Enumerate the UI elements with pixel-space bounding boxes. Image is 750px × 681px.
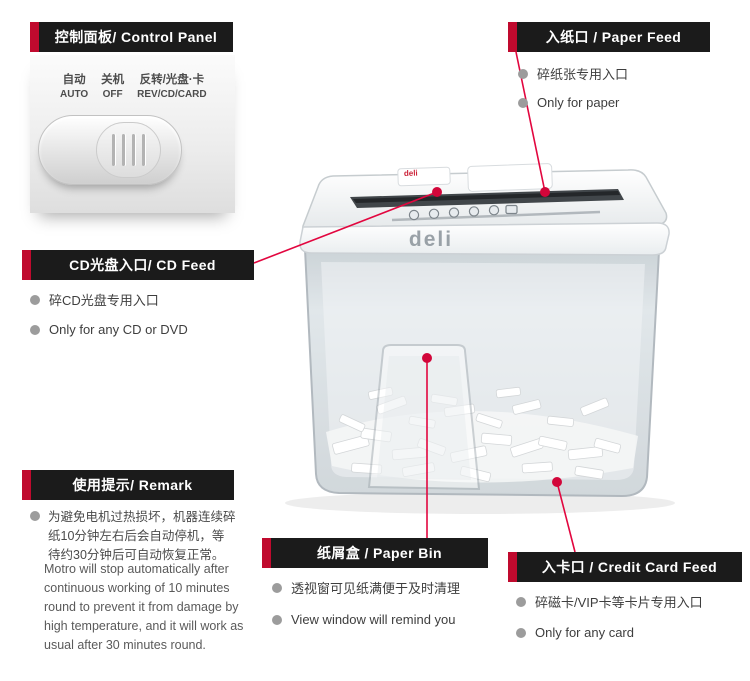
bullet-text: 透视窗可见纸满便于及时清理: [291, 581, 461, 596]
card-feed-point-1: 碎磁卡/VIP卡等卡片专用入口: [516, 592, 703, 611]
remark-note-cn: 为避免电机过热损坏，机器连续碎纸10分钟左右后会自动停机，等待约30分钟后可自动…: [30, 508, 236, 565]
control-panel-header: 控制面板/ Control Panel: [30, 22, 233, 52]
cd-feed-title: CD光盘入口/ CD Feed: [69, 257, 216, 273]
paper-feed-title: 入纸口 / Paper Feed: [545, 29, 682, 45]
view-window: [367, 344, 481, 491]
bullet-text: 碎磁卡/VIP卡等卡片专用入口: [535, 595, 703, 610]
remark-en-text: Motro will stop automatically after cont…: [44, 562, 244, 652]
paper-feed-slot: [350, 189, 624, 208]
bin-interior: [321, 262, 645, 480]
brand-logo: deli: [409, 228, 453, 251]
red-accent: [508, 552, 517, 582]
connector-dot-cd-feed: [432, 187, 442, 197]
lid-tab-right: [467, 163, 553, 192]
head-top-surface: [301, 169, 668, 236]
control-panel-title: 控制面板/ Control Panel: [54, 29, 218, 45]
mode-slider-switch: [38, 115, 182, 185]
callout-connectors: [253, 51, 576, 553]
card-feed-point-2: Only for any card: [516, 625, 634, 640]
switch-option-rev-cn: 反转/光盘·卡: [139, 74, 205, 86]
bullet-icon: [272, 614, 282, 625]
head-front-face: [299, 222, 670, 256]
switch-option-off: 关机 OFF: [101, 71, 124, 100]
bullet-text: Only for any card: [535, 625, 634, 640]
bullet-icon: [516, 596, 526, 607]
bullet-text: Only for paper: [537, 95, 620, 110]
cd-card-slot: [391, 210, 601, 222]
cd-feed-header: CD光盘入口/ CD Feed: [22, 250, 254, 280]
red-accent: [508, 22, 517, 52]
bullet-icon: [30, 511, 40, 521]
card-feed-title: 入卡口 / Credit Card Feed: [541, 559, 718, 575]
switch-option-rev-en: REV/CD/CARD: [137, 89, 207, 100]
switch-option-auto-en: AUTO: [60, 89, 89, 100]
switch-option-rev-cd-card: 反转/光盘·卡 REV/CD/CARD: [137, 71, 206, 100]
mode-indicator-icons: [408, 204, 518, 221]
slider-knob: [95, 122, 162, 178]
bullet-text: 碎CD光盘专用入口: [49, 293, 159, 308]
red-accent: [30, 22, 39, 52]
bullet-icon: [518, 97, 528, 108]
connector-dot-paper-feed: [540, 187, 550, 197]
shredder-body: deli deli: [285, 163, 675, 514]
paper-feed-header: 入纸口 / Paper Feed: [508, 22, 710, 52]
bullet-icon: [518, 68, 528, 79]
switch-option-auto: 自动 AUTO: [60, 71, 88, 100]
bullet-icon: [30, 324, 40, 335]
view-window-glass: [377, 356, 471, 480]
lid-tab-left: [397, 166, 451, 187]
paper-bin-point-1: 透视窗可见纸满便于及时清理: [272, 578, 460, 597]
connector-dot-card-feed: [552, 477, 562, 487]
red-accent: [262, 538, 271, 568]
paper-feed-point-1: 碎纸张专用入口: [518, 64, 628, 83]
switch-option-off-cn: 关机: [101, 74, 125, 86]
brand-mark-small: deli: [404, 169, 418, 178]
floor-shadow: [285, 492, 675, 514]
shredded-paper: [332, 386, 622, 482]
switch-option-auto-cn: 自动: [62, 74, 86, 86]
cd-feed-point-1: 碎CD光盘专用入口: [30, 290, 159, 309]
paper-bin-body: [303, 247, 661, 498]
red-accent: [22, 470, 31, 500]
switch-labels: 自动 AUTO 关机 OFF 反转/光盘·卡 REV/CD/CARD: [30, 55, 235, 100]
switch-option-off-en: OFF: [102, 89, 123, 100]
paper-feed-point-2: Only for paper: [518, 95, 619, 110]
paper-bin-point-2: View window will remind you: [272, 612, 456, 627]
paper-bin-title: 纸屑盒 / Paper Bin: [316, 545, 443, 561]
paper-feed-slot-inner: [353, 191, 620, 203]
paper-bin-header: 纸屑盒 / Paper Bin: [262, 538, 488, 568]
bullet-icon: [30, 294, 40, 305]
control-panel-photo: 自动 AUTO 关机 OFF 反转/光盘·卡 REV/CD/CARD: [30, 55, 235, 213]
connector-card-feed: [556, 481, 576, 553]
remark-title: 使用提示/ Remark: [72, 477, 193, 493]
bullet-text: Only for any CD or DVD: [49, 322, 188, 337]
bullet-text: View window will remind you: [291, 612, 456, 627]
connector-cd-feed: [253, 191, 438, 264]
remark-note-en: Motro will stop automatically after cont…: [44, 560, 244, 655]
cd-feed-point-2: Only for any CD or DVD: [30, 322, 188, 337]
paper-mound: [326, 410, 638, 483]
card-feed-header: 入卡口 / Credit Card Feed: [508, 552, 742, 582]
connector-dot-paper-bin: [422, 353, 432, 363]
remark-cn-text: 为避免电机过热损坏，机器连续碎纸10分钟左右后会自动停机，等待约30分钟后可自动…: [48, 510, 236, 562]
red-accent: [22, 250, 31, 280]
bullet-icon: [516, 627, 526, 638]
remark-header: 使用提示/ Remark: [22, 470, 234, 500]
bullet-text: 碎纸张专用入口: [537, 67, 629, 82]
bullet-icon: [272, 582, 282, 593]
